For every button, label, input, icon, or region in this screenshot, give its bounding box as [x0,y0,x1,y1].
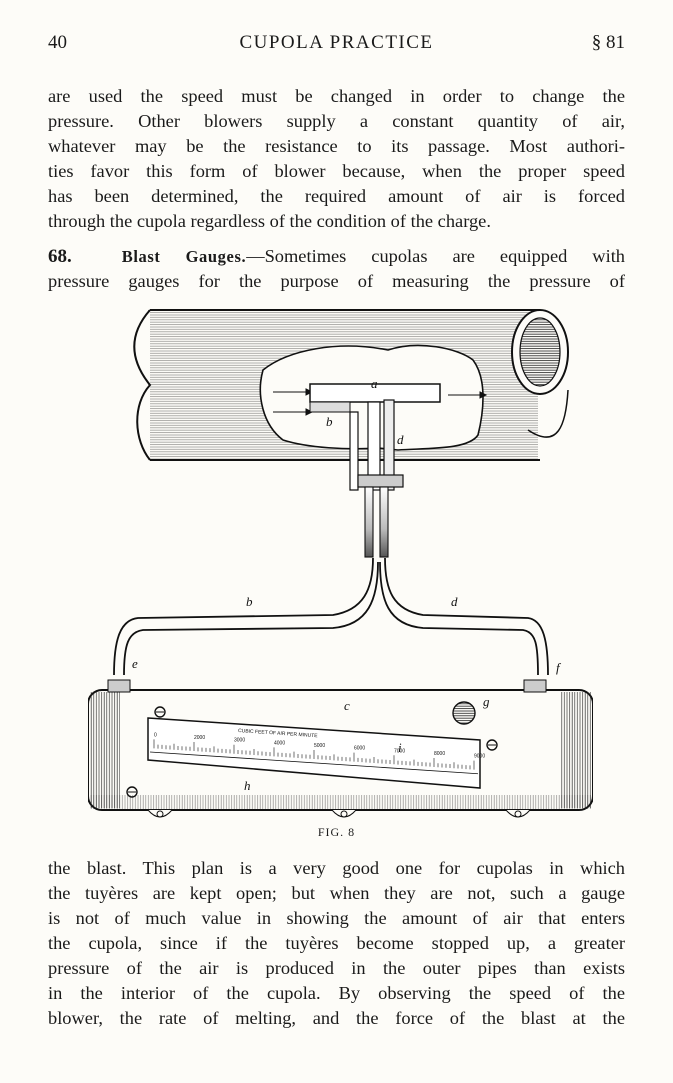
scale-value-label: 0 [154,732,157,738]
scale-value-label: 9000 [474,754,485,760]
label-e: e [132,656,138,671]
label-b-top: b [326,414,333,429]
text-line: the blast. This plan is a very good one … [48,858,625,878]
running-header: 40 CUPOLA PRACTICE § 81 [48,32,625,56]
section-heading-line: 68. Blast Gauges.—Sometimes cupolas are … [48,244,625,269]
text-line: are used the speed must be changed in or… [48,86,625,106]
scale-ticks: 0 2000 3000 4000 5000 6000 7000 8000 9000 [149,732,485,775]
text-line: ties favor this form of blower because, … [48,161,625,181]
scale-baseline [149,751,479,775]
scale-value-label: 7000 [394,748,405,754]
text-line: blower, the rate of melting, and the for… [48,1008,625,1028]
label-g: g [483,694,490,709]
scale-value-label: 3000 [234,738,245,744]
label-d-top: d [397,432,404,447]
text-line: has been determined, the required amount… [48,186,625,206]
section-number: 68. [48,246,72,267]
text-line: through the cupola regardless of the con… [48,211,491,231]
label-c: c [344,698,350,713]
text-line: whatever may be the resistance to its pa… [48,136,625,156]
paragraph-blast: the blast. This plan is a very good one … [48,856,625,1031]
text-line: pressure of the air is produced in the o… [48,958,625,978]
section-68-paragraph: 68. Blast Gauges.—Sometimes cupolas are … [48,244,625,294]
page-number: 40 [48,32,67,53]
scale-value-label: 4000 [274,740,285,746]
label-a: a [371,376,378,391]
rubber-tubes [113,557,549,676]
scale-value-label: 6000 [354,746,365,752]
scale-value-label: 2000 [194,735,205,741]
running-title: CUPOLA PRACTICE [239,32,434,53]
text-line: is not of much value in showing the amou… [48,908,625,928]
label-f: f [556,660,562,675]
scale-title: CUBIC FEET OF AIR PER MINUTE [238,728,319,739]
text-line: the cupola, since if the tuyères become … [48,933,625,953]
section-marker: § 81 [591,32,625,53]
text-line: the tuyères are kept open; but when they… [48,883,625,903]
paragraph-blowers: are used the speed must be changed in or… [48,84,625,234]
scale-value-label: 5000 [314,743,325,749]
scale-value-label: 8000 [434,751,445,757]
label-i: i [398,740,402,755]
label-h: h [244,778,251,793]
text-line: pressure gauges for the purpose of measu… [48,271,625,291]
t-tube [309,383,441,558]
text-line: pressure. Other blowers supply a constan… [48,111,625,131]
label-b: b [246,594,253,609]
gauge-scale: 0 2000 3000 4000 5000 6000 7000 8000 9000 CUBIC … [147,717,485,789]
blast-gauge-figure: 0 2000 3000 4000 5000 6000 7000 8000 9000 CUBIC … [88,309,593,818]
label-d: d [451,594,458,609]
airflow-arrows [273,388,488,416]
section-title: Blast Gauges. [121,247,247,266]
section-intro-text: —Sometimes cupolas are equipped with [246,246,625,266]
figure-caption: FIG. 8 [317,825,356,839]
text-line: in the interior of the cupola. By observ… [48,983,625,1003]
